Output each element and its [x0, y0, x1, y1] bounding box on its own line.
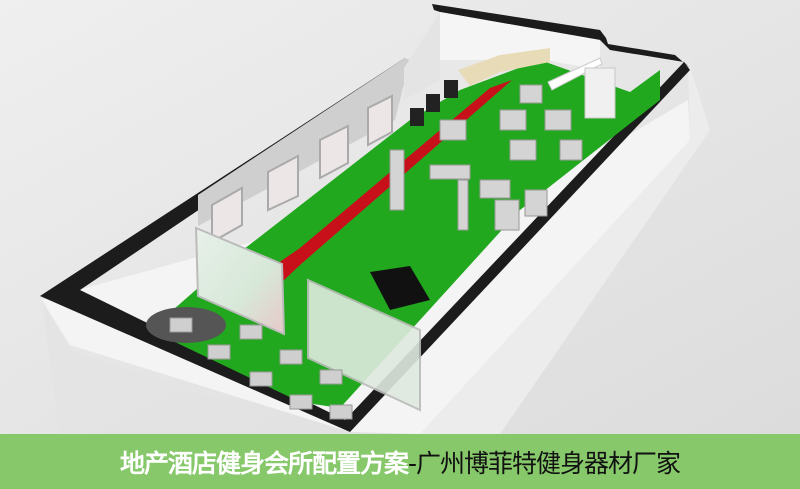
caption-title: 地产酒店健身会所配置方案: [119, 448, 409, 478]
spin-bikes: [169, 317, 353, 420]
windows: [211, 94, 393, 244]
caption-bar: 地产酒店健身会所配置方案-广州博菲特健身器材厂家: [0, 434, 800, 489]
gym-layout-render: [0, 0, 800, 434]
window-wall: [198, 58, 410, 226]
free-weight-area: [370, 266, 430, 310]
partition-right: [584, 67, 616, 119]
free-weights-rack: [410, 80, 458, 126]
glass-partition-middle: [307, 278, 421, 412]
caption-subtitle: -广州博菲特健身器材厂家: [407, 448, 681, 478]
strength-machines: [389, 84, 583, 231]
staircase: [547, 57, 603, 91]
glass-partition-left: [194, 226, 286, 336]
reception-desk: [458, 48, 550, 86]
